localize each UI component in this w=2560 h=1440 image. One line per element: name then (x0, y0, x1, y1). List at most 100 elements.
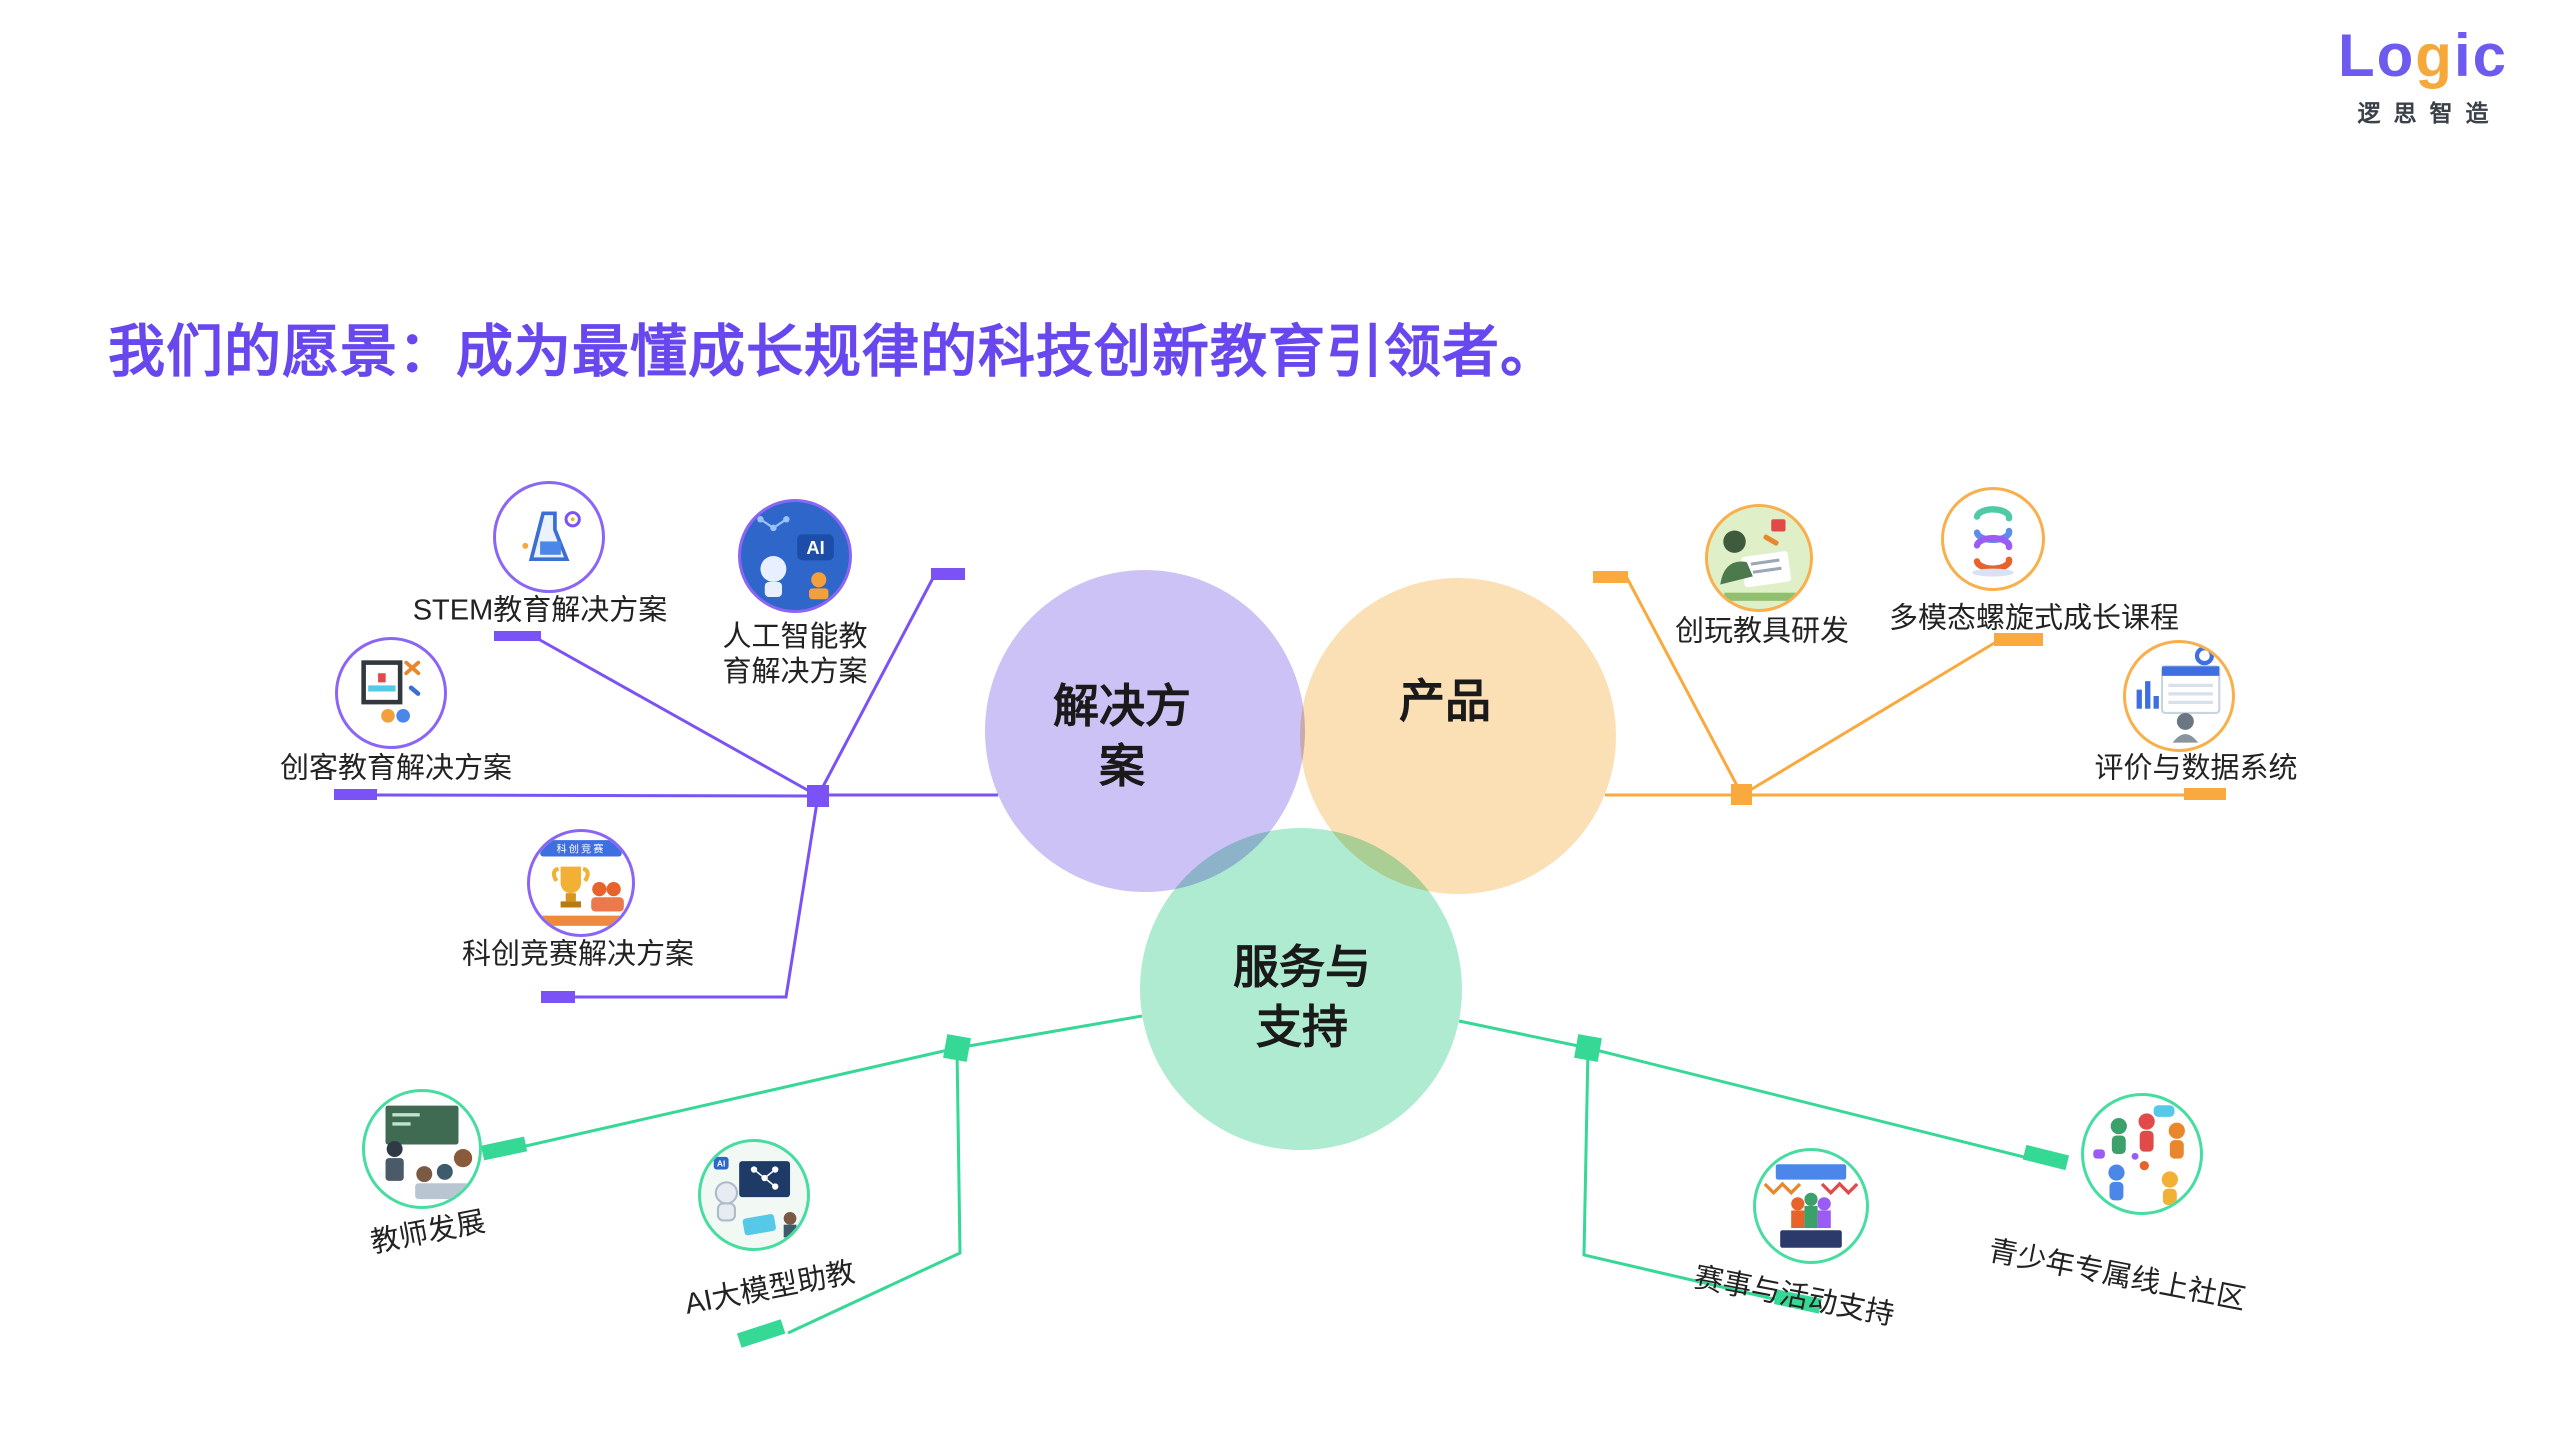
hub-node-products (1731, 784, 1752, 805)
connector-dash-toys (1593, 571, 1628, 583)
connector-dash-events (1773, 1289, 1822, 1314)
brand-logo-subtitle: 逻思智造 (2357, 100, 2502, 126)
student-figure (811, 572, 827, 588)
classroom-icon (385, 1105, 473, 1200)
hub-node-solutions (807, 785, 829, 807)
item-label-evaluation: 评价与数据系统 (2094, 752, 2298, 785)
atom-icon (564, 511, 581, 528)
venn-label-solutions: 解决方案 (1053, 680, 1191, 792)
bar-2 (2145, 681, 2151, 709)
connector-dash-maker (334, 789, 377, 800)
competition-icon: 科创竞赛 (527, 829, 635, 937)
toy-rd-icon (1705, 504, 1813, 612)
solutions-connectors (375, 577, 998, 999)
brand-logo: Logic 逻思智造 (2338, 26, 2508, 128)
item-label-curriculum: 多模态螺旋式成长课程 (1888, 602, 2180, 635)
connector-ai-edu-line (816, 577, 935, 797)
designer-head (1723, 530, 1746, 553)
page-title: 我们的愿景：成为最懂成长规律的科技创新教育引领者。 (108, 320, 1558, 385)
spiral-icon (1972, 506, 2014, 577)
chat-bubble (2153, 1105, 2175, 1117)
connector-dash-ai-edu (931, 568, 965, 580)
youth-community-icon (2081, 1093, 2203, 1215)
events-support-icon (1753, 1148, 1869, 1264)
brand-logo-wordmark: Logic (2338, 26, 2508, 86)
bar-3 (2153, 696, 2159, 709)
event-banner (1775, 1164, 1847, 1180)
dashboard-icon (2136, 646, 2221, 743)
floor (538, 915, 624, 926)
stem-education-icon (493, 481, 605, 593)
person-3 (2168, 1122, 2185, 1139)
teacher-development-icon (362, 1089, 482, 1209)
hub-node-services-right (1574, 1034, 1602, 1062)
connector-dash-teacher (481, 1136, 528, 1161)
ai-education-icon: AI (738, 499, 852, 613)
teacher-figure (386, 1141, 403, 1157)
printer-bed (368, 685, 396, 692)
person-2 (2138, 1113, 2155, 1130)
tablet (742, 1214, 776, 1236)
connector-dash-evaluation (2184, 788, 2226, 800)
person-silhouette (2176, 712, 2194, 730)
connector-toys-line (1625, 577, 1744, 796)
bunting-flags (1763, 1181, 1802, 1196)
flask-icon (522, 511, 581, 562)
competition-banner-text: 科创竞赛 (557, 842, 606, 855)
ai-badge-text: AI (806, 537, 824, 558)
evaluation-system-icon (2123, 640, 2235, 752)
person-4 (2108, 1164, 2125, 1181)
connector-ai-assistant-line (787, 1047, 962, 1335)
connector-community-line (1458, 1019, 2029, 1160)
connector-dash-stem (494, 631, 541, 641)
person-1 (2110, 1118, 2127, 1135)
robot-head (714, 1181, 739, 1205)
stage-podium-icon (1763, 1164, 1859, 1248)
designer-drawing-icon (1720, 519, 1796, 601)
stage-base (1780, 1230, 1842, 1248)
ai-assistant-icon: AI (698, 1139, 810, 1251)
community-people-icon (2093, 1105, 2185, 1206)
scissors-icon (404, 660, 421, 676)
ai-badge-text: AI (717, 1158, 725, 1168)
window-header (2162, 666, 2220, 676)
pencil-icon (1763, 534, 1779, 546)
printer-3d-icon (361, 660, 421, 723)
venn-circle-services (1140, 828, 1462, 1150)
connector-dash-competition (541, 991, 575, 1003)
logo-text-part1: Lo (2337, 22, 2416, 89)
logo-text-part2: g (2415, 22, 2454, 89)
person-5 (2161, 1171, 2178, 1188)
kid-figure (381, 708, 395, 723)
hub-node-services-left (943, 1034, 971, 1062)
connector-maker-line (375, 793, 819, 798)
item-label-competition: 科创竞赛解决方案 (461, 938, 695, 971)
bar-1 (2136, 689, 2142, 709)
ai-tutor-robot-icon: AI (713, 1156, 797, 1238)
connector-teacher-line (507, 1014, 1143, 1152)
connector-dash-curriculum (1994, 633, 2043, 646)
venn-label-services: 服务与支持 (1233, 941, 1371, 1053)
item-label-stem: STEM教育解决方案 (412, 594, 668, 627)
maker-education-icon (335, 637, 447, 749)
connector-events-line (1582, 1047, 1779, 1302)
ai-robot-icon: AI (757, 516, 834, 600)
item-label-ai-edu: 人工智能教育解决方案 (722, 621, 868, 688)
spiral-curriculum-icon (1941, 487, 2045, 591)
connector-dash-ai-assistant (736, 1319, 786, 1348)
logo-text-part3: ic (2453, 22, 2508, 89)
item-label-toys: 创玩教具研发 (1674, 615, 1850, 648)
item-label-maker: 创客教育解决方案 (279, 752, 513, 785)
donut-chart (2194, 646, 2214, 666)
flask-liquid (540, 541, 561, 555)
connector-competition-line (574, 795, 820, 999)
robot-head (760, 556, 787, 582)
connector-dash-community (2022, 1144, 2070, 1171)
connector-stem-line (539, 638, 819, 798)
products-connectors (1605, 577, 2185, 797)
spiral-base (1972, 568, 2014, 577)
connector-curriculum-line (1741, 640, 1997, 797)
venn-label-products: 产品 (1399, 675, 1491, 728)
trophy-cup (560, 866, 581, 894)
